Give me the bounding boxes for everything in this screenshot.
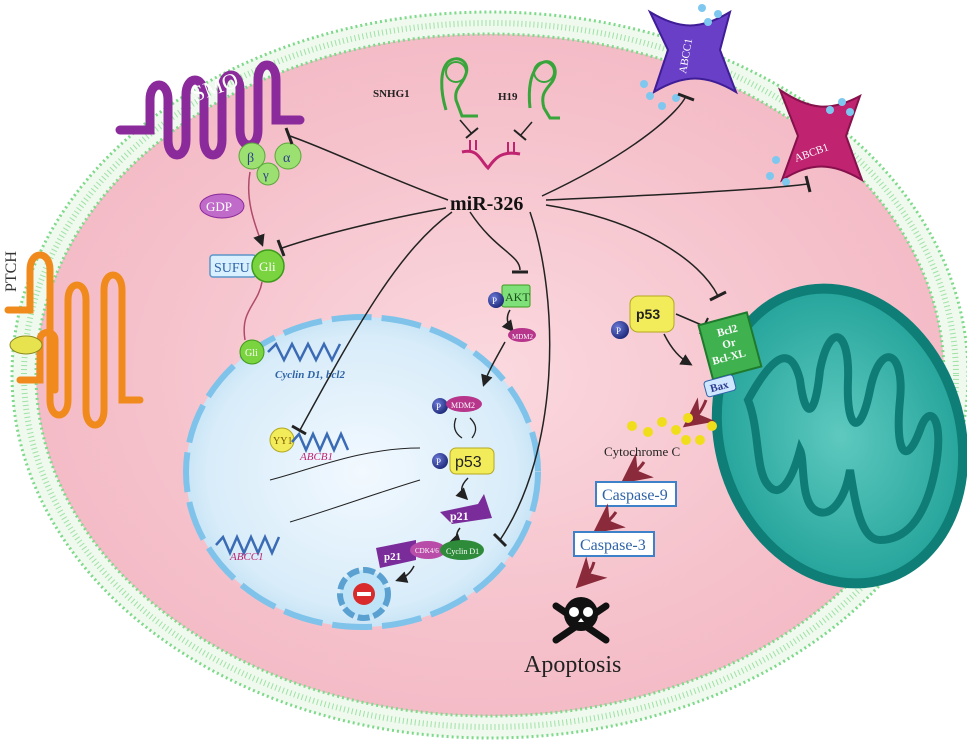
gli-label: Gli xyxy=(259,259,276,274)
h19-label: H19 xyxy=(498,91,518,103)
akt-label: AKT xyxy=(505,290,530,304)
skull-icon xyxy=(552,597,610,644)
snhg1-label: SNHG1 xyxy=(373,88,410,100)
abcb1-transporter: ABCB1 xyxy=(766,87,864,186)
mir-326-hairpin xyxy=(461,140,521,171)
cdk-label: CDK4/6 xyxy=(415,547,439,555)
caspase-9-label: Caspase-9 xyxy=(602,487,668,504)
cyclin-gene-label: Cyclin D1, bcl2 xyxy=(275,369,345,381)
g-gamma-label: γ xyxy=(262,167,269,182)
h19-rna: H19 xyxy=(498,60,560,141)
sufu-label: SUFU xyxy=(214,261,250,276)
g-beta-label: β xyxy=(247,151,254,166)
g-protein: β γ α GDP xyxy=(199,142,302,247)
p-label-p53-nucleus: P xyxy=(436,457,441,467)
mir-326-inhibition-lines xyxy=(276,92,812,548)
akt-mdm2-p53-pathway: AKT P MDM2 P MDM2 p53 P p21 p21 CDK4/6 C… xyxy=(376,284,536,583)
mir-326-label: miR-326 xyxy=(450,193,523,215)
dna-icon xyxy=(267,341,342,363)
ptch-receptor: PTCH xyxy=(3,251,144,429)
hairpin-rna-icon-2 xyxy=(527,60,560,120)
p-label-akt: P xyxy=(492,296,497,306)
snhg1-rna: SNHG1 xyxy=(373,57,479,139)
p-label-p53-cyto: P xyxy=(616,326,621,336)
mdm2-label-2: MDM2 xyxy=(451,401,475,410)
g-alpha-label: α xyxy=(283,151,291,166)
yy1-label: YY1 xyxy=(273,436,292,447)
abcb1-gene-label: ABCB1 xyxy=(299,451,333,463)
abcc1-transporter: ABCC1 xyxy=(640,4,738,110)
p-label-mdm2: P xyxy=(436,402,441,412)
sufu-gli-complex: SUFU Gli xyxy=(209,249,285,341)
cyclin-d1-label: Cyclin D1 xyxy=(446,547,479,556)
mitochondrion xyxy=(711,283,967,589)
cytochrome-c-label: Cytochrome C xyxy=(604,444,680,459)
abcc1-gene-label: ABCC1 xyxy=(229,551,264,563)
p21-label-1: p21 xyxy=(450,509,469,523)
apoptosis-label: Apoptosis xyxy=(524,652,621,678)
yy1-abcb1-gene: YY1 ABCB1 xyxy=(269,427,421,481)
mito-apoptosis-pathway: p53 P Bcl2 Or Bcl-XL Bax Cytochrome C Ca… xyxy=(524,295,763,678)
gli-nucleus-label: Gli xyxy=(245,348,258,359)
gdp-label: GDP xyxy=(206,199,232,214)
abcc1-gene: ABCC1 xyxy=(215,479,421,563)
p53-cytoplasm-label: p53 xyxy=(636,306,660,322)
gli-target-genes: Gli Cyclin D1, bcl2 xyxy=(239,339,345,381)
hairpin-rna-icon xyxy=(440,57,478,118)
ptch-label: PTCH xyxy=(3,251,20,292)
cell-cycle-arrest-icon xyxy=(337,567,391,621)
p53-nucleus-label: p53 xyxy=(455,454,482,471)
caspase-3-label: Caspase-3 xyxy=(580,537,646,554)
p21-label-2: p21 xyxy=(384,551,401,563)
bax-label: Bax xyxy=(709,379,730,395)
mdm2-label-1: MDM2 xyxy=(512,333,534,341)
